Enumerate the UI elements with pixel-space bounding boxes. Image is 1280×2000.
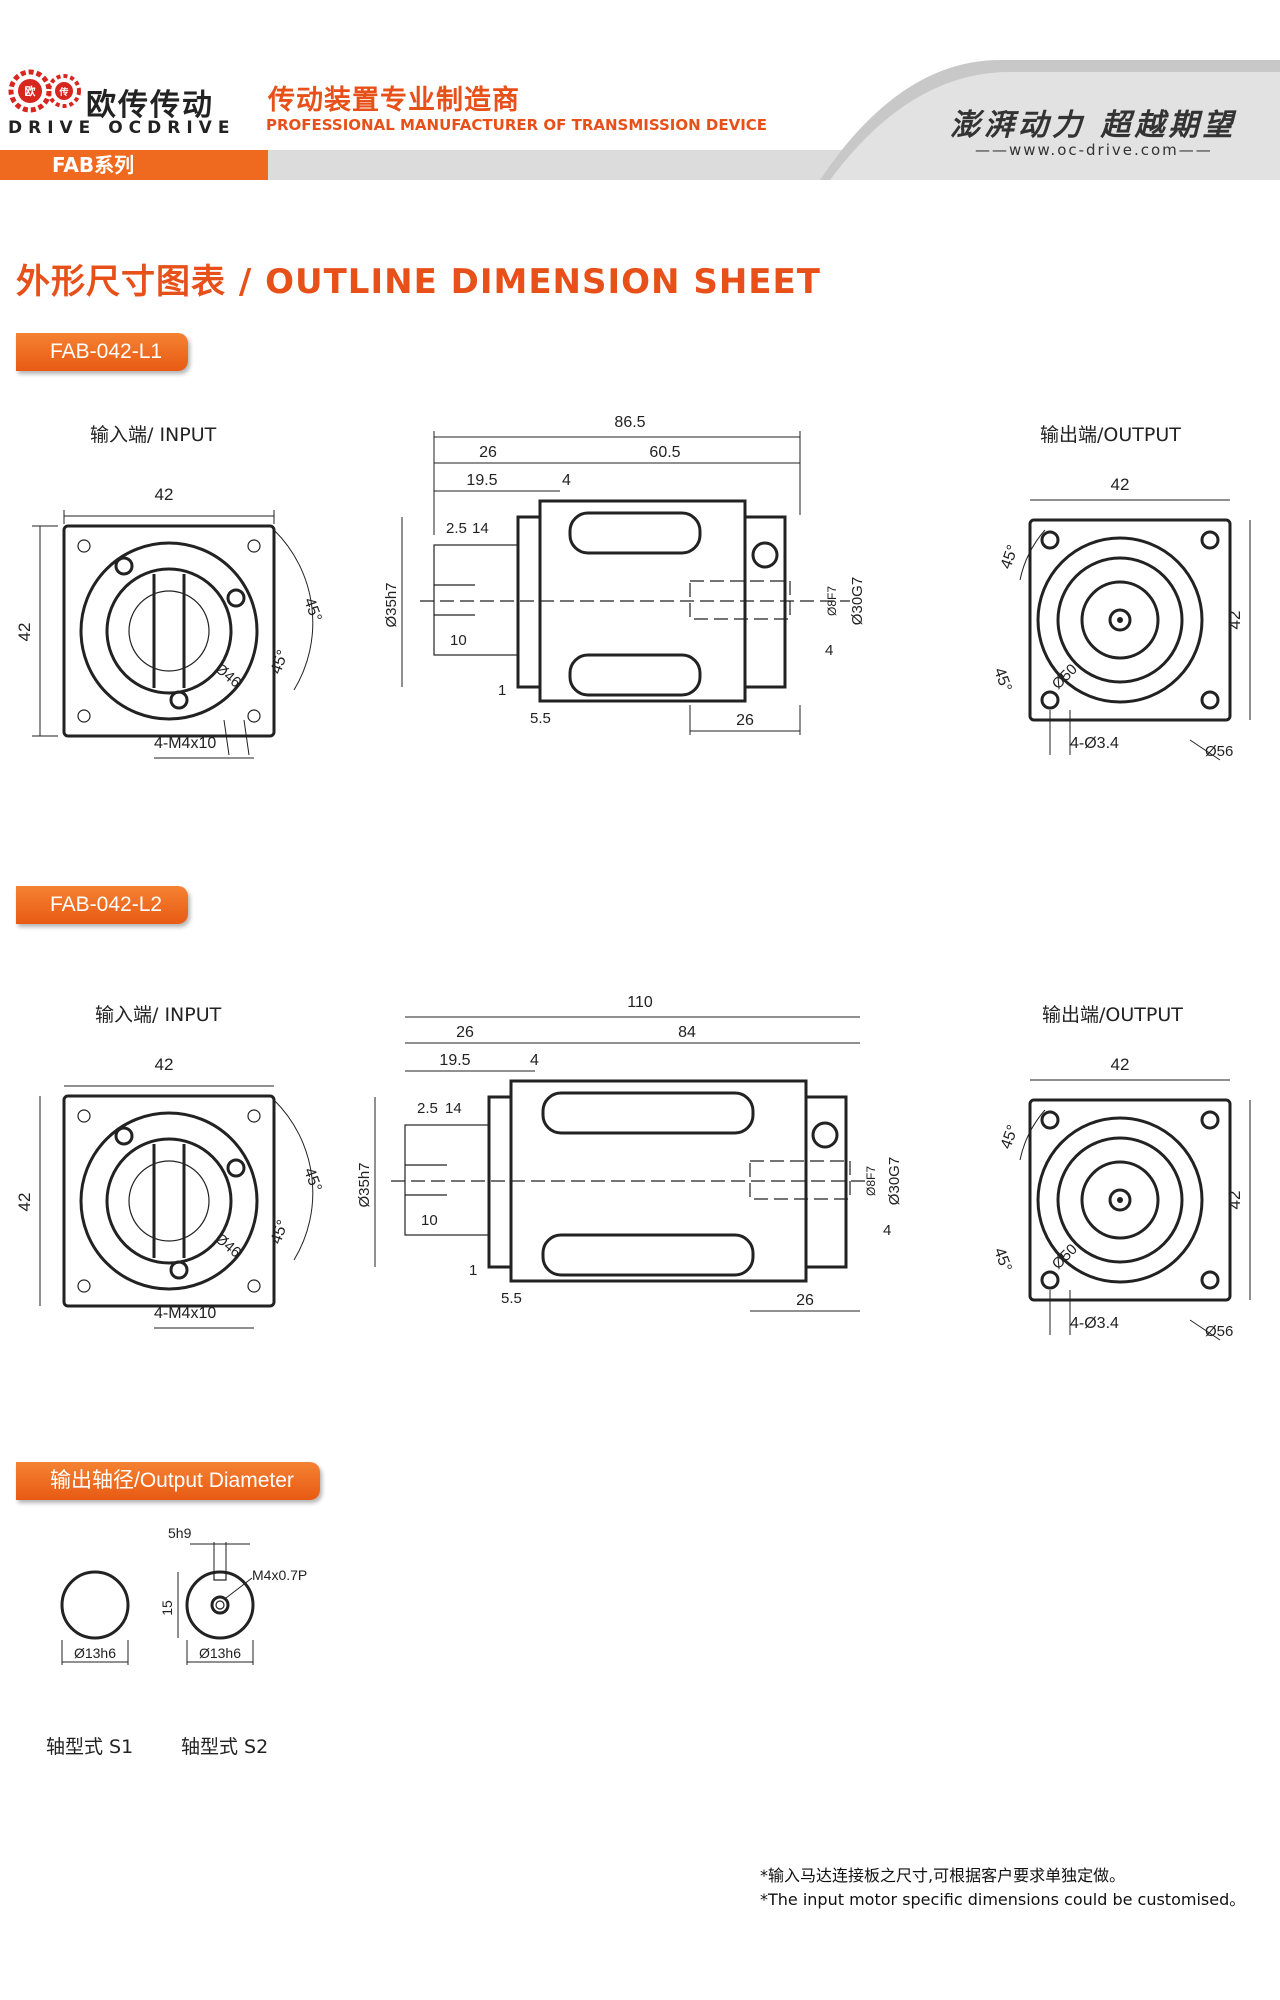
output-outer-l2: Ø56 bbox=[1205, 1323, 1233, 1340]
input-holes-l2: 4-M4x10 bbox=[154, 1305, 216, 1322]
input-angle1-l2: 45° bbox=[300, 1166, 324, 1195]
side-d11-l1: 4 bbox=[825, 642, 833, 659]
side-total-l2: 110 bbox=[627, 994, 653, 1011]
tagline-cn: 传动装置专业制造商 bbox=[268, 85, 520, 116]
side-d11-l2: 4 bbox=[883, 1222, 891, 1239]
input-width-l2: 42 bbox=[155, 1055, 174, 1074]
side-d10-l1: 26 bbox=[736, 712, 754, 729]
input-holes-l1: 4-M4x10 bbox=[154, 735, 216, 752]
side-d2-l1: 60.5 bbox=[649, 444, 680, 461]
input-width-l1: 42 bbox=[155, 485, 174, 504]
section-title: 外形尺寸图表 / OUTLINE DIMENSION SHEET bbox=[16, 262, 821, 302]
shaft-s2-thread: M4x0.7P bbox=[252, 1567, 307, 1583]
output-width-l2: 42 bbox=[1111, 1055, 1130, 1074]
shaft-s1-label: 轴型式 S1 bbox=[46, 1736, 134, 1758]
side-d1-l1: 26 bbox=[479, 444, 497, 461]
side-view-l2: 110 26 84 19.5 4 2.5 14 10 1 5.5 26 4 Ø3… bbox=[356, 994, 903, 1312]
brand-en: DRIVE OCDRIVE bbox=[8, 118, 236, 138]
side-d6-l1: 14 bbox=[472, 520, 489, 537]
input-view-l2: 42 42 45° 45° Ø46 4-M4x10 bbox=[15, 1055, 324, 1329]
side-d2-l2: 84 bbox=[678, 1024, 696, 1041]
input-pcd-l2: Ø46 bbox=[211, 1230, 244, 1261]
shaft-s1-dia: Ø13h6 bbox=[74, 1645, 116, 1661]
input-pcd-l1: Ø46 bbox=[211, 660, 244, 691]
side-d4-l1: 4 bbox=[562, 472, 571, 489]
output-height-l2: 42 bbox=[1225, 1191, 1244, 1210]
shaft-s1-view: Ø13h6 bbox=[60, 1570, 130, 1665]
input-angle2-l2: 45° bbox=[268, 1218, 292, 1247]
output-view-l2: 42 42 45° 45° Ø50 4-Ø3.4 Ø56 bbox=[990, 1055, 1251, 1341]
side-d8-l1: 1 bbox=[498, 682, 506, 699]
side-d3-l1: 19.5 bbox=[466, 472, 497, 489]
shaft-s2-height: 15 bbox=[159, 1600, 175, 1616]
side-dia1-l2: Ø35h7 bbox=[356, 1162, 373, 1207]
logo-badge-1: 欧 bbox=[25, 84, 36, 98]
side-d10-l2: 26 bbox=[796, 1292, 814, 1309]
output-holes-l1: 4-Ø3.4 bbox=[1070, 735, 1119, 752]
side-d3-l2: 19.5 bbox=[439, 1052, 470, 1069]
output-height-l1: 42 bbox=[1225, 611, 1244, 630]
side-d1-l2: 26 bbox=[456, 1024, 474, 1041]
model-tab-l2: FAB-042-L2 bbox=[16, 886, 189, 924]
shaft-s2-key: 5h9 bbox=[168, 1525, 192, 1541]
logo-badge-2: 传 bbox=[58, 86, 68, 98]
output-outer-l1: Ø56 bbox=[1205, 743, 1233, 760]
side-view-l1: 86.5 26 60.5 19.5 4 2.5 14 10 1 5.5 26 4… bbox=[383, 414, 866, 735]
output-diameter-tab: 输出轴径/Output Diameter bbox=[16, 1462, 320, 1500]
side-total-l1: 86.5 bbox=[614, 414, 645, 431]
series-tab: FAB系列 bbox=[0, 150, 268, 180]
note-cn: *输入马达连接板之尺寸,可根据客户要求单独定做。 bbox=[760, 1866, 1126, 1885]
output-angle2-l2: 45° bbox=[990, 1246, 1014, 1275]
header-band bbox=[0, 60, 1280, 180]
output-angle2-l1: 45° bbox=[990, 666, 1014, 695]
side-dia2-l1: Ø8F7 bbox=[825, 586, 839, 616]
side-dia3-l1: Ø30G7 bbox=[849, 577, 866, 625]
tagline-en: PROFESSIONAL MANUFACTURER OF TRANSMISSIO… bbox=[266, 116, 768, 134]
side-d4-l2: 4 bbox=[530, 1052, 539, 1069]
input-label-l1: 输入端/ INPUT bbox=[90, 424, 217, 446]
output-view-l1: 42 42 45° 45° Ø50 4-Ø3.4 Ø56 bbox=[990, 475, 1251, 761]
side-d6-l2: 14 bbox=[445, 1100, 462, 1117]
output-width-l1: 42 bbox=[1111, 475, 1130, 494]
side-d7-l1: 10 bbox=[450, 632, 467, 649]
output-angle1-l1: 45° bbox=[998, 543, 1022, 572]
input-height-l2: 42 bbox=[15, 1193, 34, 1212]
input-view-l1: 42 42 45° 45° Ø46 4-M4x10 bbox=[15, 485, 324, 759]
side-dia1-l1: Ø35h7 bbox=[383, 582, 400, 627]
model-tab-l1: FAB-042-L1 bbox=[16, 333, 189, 371]
output-label-l2: 输出端/OUTPUT bbox=[1042, 1004, 1183, 1026]
side-d9-l1: 5.5 bbox=[530, 710, 551, 727]
side-d5-l2: 2.5 bbox=[417, 1100, 438, 1117]
input-angle1-l1: 45° bbox=[300, 596, 324, 625]
shaft-s2-view: 5h9 M4x0.7P 15 Ø13h6 bbox=[159, 1525, 307, 1665]
slogan: 澎湃动力 超越期望 bbox=[950, 108, 1237, 143]
input-height-l1: 42 bbox=[15, 623, 34, 642]
side-d8-l2: 1 bbox=[469, 1262, 477, 1279]
logo-gear-icon: 欧 传 bbox=[8, 69, 81, 113]
input-label-l2: 输入端/ INPUT bbox=[95, 1004, 222, 1026]
shaft-s2-label: 轴型式 S2 bbox=[181, 1736, 269, 1758]
side-d9-l2: 5.5 bbox=[501, 1290, 522, 1307]
note-en: *The input motor specific dimensions cou… bbox=[760, 1890, 1246, 1909]
website: ——www.oc-drive.com—— bbox=[975, 141, 1213, 159]
shaft-s2-dia: Ø13h6 bbox=[199, 1645, 241, 1661]
side-d7-l2: 10 bbox=[421, 1212, 438, 1229]
output-label-l1: 输出端/OUTPUT bbox=[1040, 424, 1181, 446]
side-dia3-l2: Ø30G7 bbox=[886, 1157, 903, 1205]
side-d5-l1: 2.5 bbox=[446, 520, 467, 537]
output-angle1-l2: 45° bbox=[998, 1123, 1022, 1152]
brand-cn: 欧传传动 bbox=[86, 88, 214, 123]
input-angle2-l1: 45° bbox=[268, 648, 292, 677]
output-holes-l2: 4-Ø3.4 bbox=[1070, 1315, 1119, 1332]
side-dia2-l2: Ø8F7 bbox=[864, 1166, 878, 1196]
